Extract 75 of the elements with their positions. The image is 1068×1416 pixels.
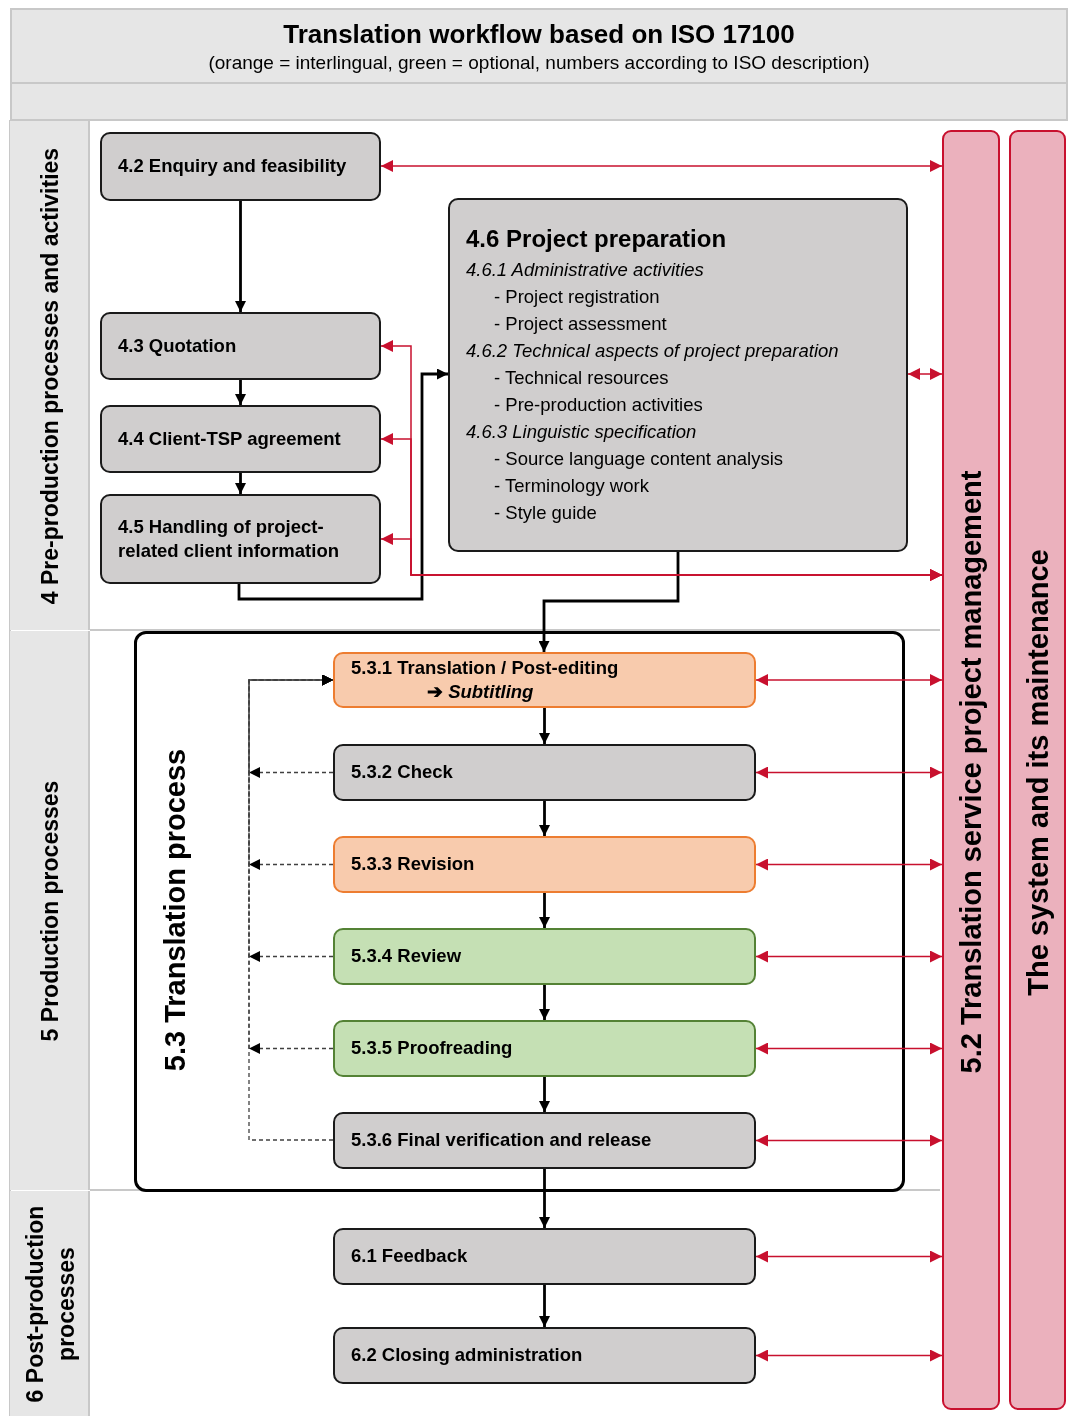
process-box (333, 1228, 756, 1285)
box-label: ➔ Subtitling (427, 680, 534, 704)
process-box (100, 132, 381, 201)
arrow (380, 160, 943, 172)
process-box (100, 494, 381, 584)
process-box (333, 928, 756, 985)
arrow (539, 801, 550, 836)
box-text: 4.6.3 Linguistic specification (466, 420, 697, 444)
process-box (100, 405, 381, 473)
diagram-title: Translation workflow based on ISO 17100 (283, 19, 795, 50)
arrow (237, 368, 448, 601)
row-header-label: 6 Post-production processes (19, 1204, 80, 1404)
row-header (10, 631, 90, 1190)
arrow (755, 766, 943, 779)
row-header-label: 5 Production processes (35, 780, 64, 1041)
arrow (235, 201, 246, 312)
row-header-label: 4 Pre-production processes and activities (35, 147, 64, 604)
box-text: - Technical resources (494, 366, 669, 390)
box-text: - Project assessment (494, 312, 667, 336)
arrow (755, 1250, 943, 1263)
process-box (333, 836, 756, 893)
row-header (10, 121, 90, 630)
box-label: 5.3.4 Review (351, 944, 462, 969)
arrow (755, 1042, 943, 1055)
box-text: - Terminology work (494, 474, 649, 498)
arrow (539, 893, 550, 928)
process-box (448, 198, 908, 552)
arrow (538, 552, 680, 652)
subtitle: (orange = interlingual, green = optional, numbers according to ISO description) (208, 52, 870, 74)
arrow (755, 858, 943, 871)
bar-label: The system and its maintenance (1021, 548, 1054, 996)
box-text: 4.6.2 Technical aspects of project preparation (466, 339, 839, 363)
box-text: 4.6.1 Administrative activities (466, 258, 704, 282)
side-bar (942, 130, 1000, 1410)
box-label: 4.2 Enquiry and feasibility (118, 154, 347, 179)
process-box (333, 1020, 756, 1077)
arrow (380, 533, 943, 581)
box-text: - Source language content analysis (494, 447, 783, 471)
group-frame (134, 631, 905, 1192)
box-label: 4.4 Client-TSP agreement (118, 426, 341, 451)
side-bar (1009, 130, 1066, 1410)
arrow (907, 368, 943, 380)
arrow (755, 674, 943, 686)
arrow (755, 1349, 943, 1362)
arrow (539, 1285, 550, 1327)
box-text: - Pre-production activities (494, 393, 703, 417)
box-label: 4.5 Handling of project-related client information (118, 514, 340, 563)
box-label: 6.1 Feedback (351, 1244, 468, 1269)
process-box (100, 312, 381, 380)
process-box (333, 744, 756, 801)
dashed-arrow (248, 674, 334, 1050)
box-text: - Project registration (494, 285, 660, 309)
group-heading: 5.3 Translation process (158, 748, 192, 1072)
box-label: 5.3.5 Proofreading (351, 1036, 513, 1061)
box-label: 5.3.1 Translation / Post-editing (351, 655, 619, 680)
box-text: - Style guide (494, 501, 597, 525)
arrow (539, 1077, 550, 1112)
box-label: 4.3 Quotation (118, 333, 237, 358)
process-box (333, 1112, 756, 1169)
arrow (235, 473, 246, 494)
process-box (333, 652, 756, 708)
box-label: 5.3.2 Check (351, 760, 453, 785)
box-label: 6.2 Closing administration (351, 1343, 583, 1368)
row-header (10, 1191, 90, 1416)
box-label: 5.3.3 Revision (351, 852, 475, 877)
box-label: 5.3.6 Final verification and release (351, 1128, 652, 1153)
box-heading: 4.6 Project preparation (466, 224, 727, 254)
bar-label: 5.2 Translation service project management (954, 470, 988, 1074)
arrow (235, 380, 246, 405)
arrow (539, 708, 550, 744)
arrow (539, 985, 550, 1020)
arrow (539, 1169, 550, 1228)
process-box (333, 1327, 756, 1384)
arrow (755, 950, 943, 963)
arrow (755, 1134, 943, 1147)
